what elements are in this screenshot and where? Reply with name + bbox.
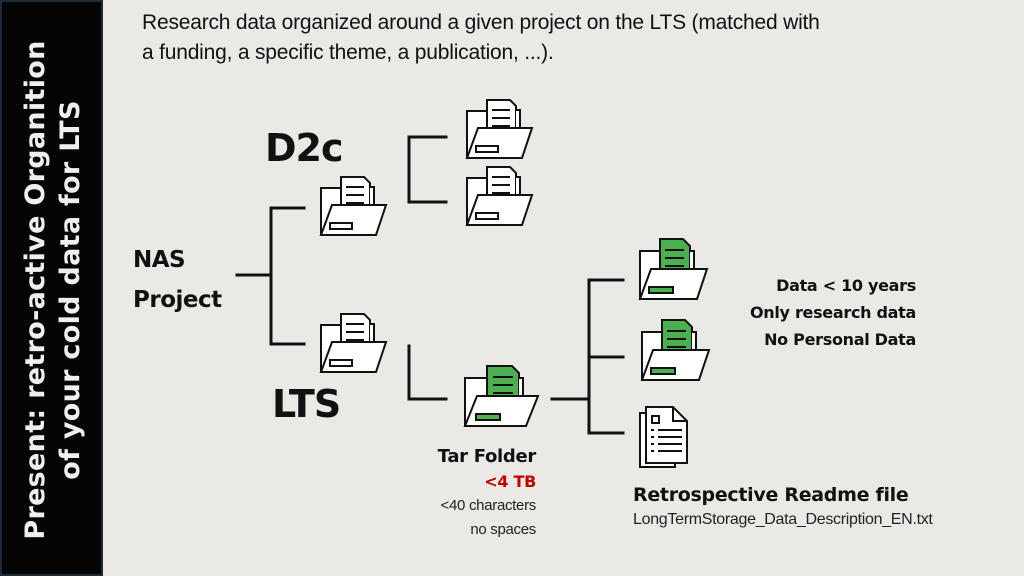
research-folder-icon-2 <box>639 318 711 388</box>
tar-folder-size: <4 TB <box>484 472 536 491</box>
tar-folder-icon <box>462 364 542 434</box>
intro-line1: Research data organized around a given p… <box>142 11 820 34</box>
readme-filename: LongTermStorage_Data_Description_EN.txt <box>633 511 933 528</box>
tar-folder-info: Tar Folder <4 TB <40 characters no space… <box>437 444 537 542</box>
connector-tar <box>550 278 625 435</box>
folder-icon-lts <box>318 312 390 380</box>
root-label: NAS Project <box>133 240 222 320</box>
folder-icon-d2c <box>318 175 390 243</box>
folder-icon-d2c-sub2 <box>464 165 536 233</box>
readme-info: Retrospective Readme file LongTermStorag… <box>633 481 933 531</box>
readme-title: Retrospective Readme file <box>633 484 909 506</box>
connector-root <box>235 206 306 346</box>
readme-document-icon <box>637 404 693 474</box>
criteria-item: Only research data <box>749 303 916 322</box>
data-criteria: Data < 10 years Only research data No Pe… <box>750 272 916 353</box>
lts-label: LTS <box>272 382 341 426</box>
connector-lts <box>407 344 448 401</box>
root-label-line2: Project <box>133 287 222 313</box>
intro-text: Research data organized around a given p… <box>142 8 862 68</box>
sidebar-title-panel: Present: retro-active Organition of your… <box>0 0 103 576</box>
intro-line2: a funding, a specific theme, a publicati… <box>142 41 554 64</box>
d2c-label: D2c <box>265 126 344 170</box>
root-label-line1: NAS <box>133 247 186 273</box>
criteria-item: No Personal Data <box>764 330 916 349</box>
folder-icon-d2c-sub1 <box>464 98 536 166</box>
criteria-item: Data < 10 years <box>776 276 916 295</box>
research-folder-icon-1 <box>637 237 709 307</box>
tar-folder-rule1: <40 characters <box>440 497 537 514</box>
tar-folder-title: Tar Folder <box>437 446 537 467</box>
connector-d2c <box>407 135 448 204</box>
tar-folder-rule2: no spaces <box>470 521 536 538</box>
